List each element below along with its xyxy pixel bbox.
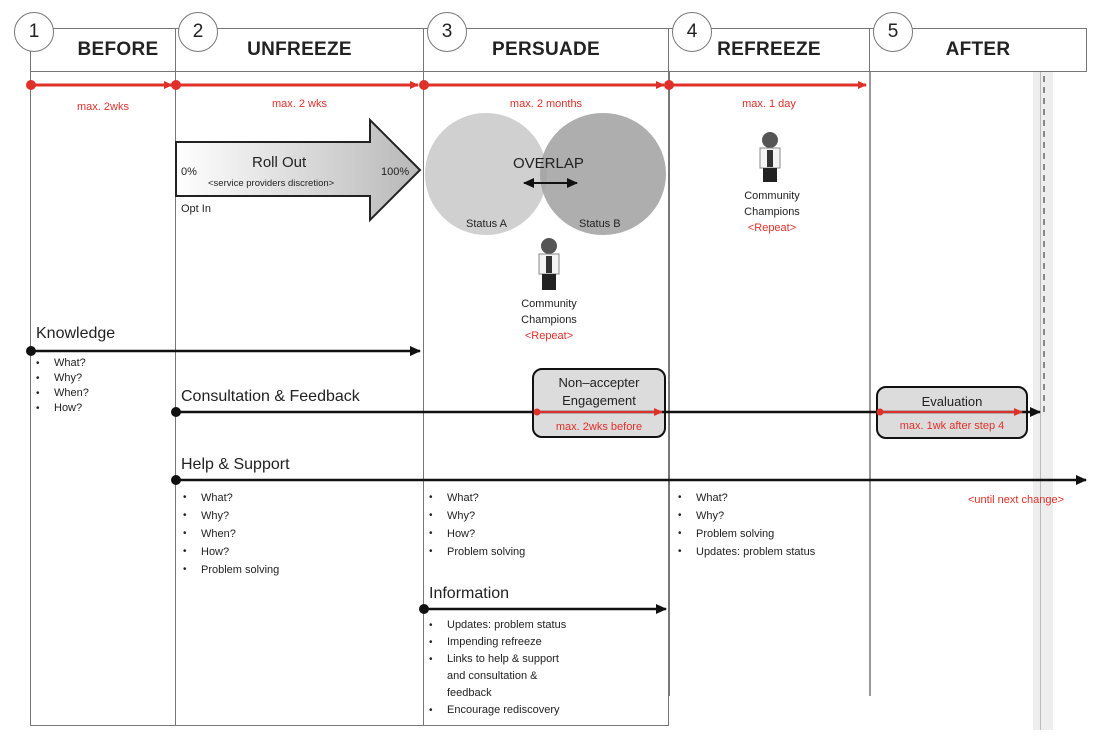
champions-repeat: <Repeat> <box>747 222 797 234</box>
list-item: Problem solving <box>181 561 279 579</box>
stage-number-2: 2 <box>178 12 218 52</box>
list-item: How? <box>34 401 89 416</box>
consultation-title: Consultation & Feedback <box>181 388 360 405</box>
champion-person-icon-persuade <box>538 238 560 290</box>
stage-number-3: 3 <box>427 12 467 52</box>
help-support-title: Help & Support <box>181 456 290 473</box>
list-item: Why? <box>676 507 815 525</box>
information-dot <box>419 604 429 614</box>
stage-number: 5 <box>887 21 899 42</box>
champions-repeat: <Repeat> <box>524 330 574 342</box>
list-item: Impending refreeze <box>427 634 566 651</box>
stage-number: 1 <box>28 21 40 42</box>
duration-persuade: max. 2 months <box>509 98 583 110</box>
stage-title: BEFORE <box>77 39 159 60</box>
duration-unfreeze: max. 2 wks <box>271 98 327 110</box>
list-item: When? <box>34 386 89 401</box>
information-list: Updates: problem status Impending refree… <box>427 617 566 719</box>
list-item: What? <box>676 489 815 507</box>
overlap-title: OVERLAP <box>513 155 584 172</box>
column-refreeze-divider <box>668 70 670 696</box>
nonaccepter-note: max. 2wks before <box>555 421 643 433</box>
knowledge-list: What? Why? When? How? <box>34 356 89 416</box>
status-a-label: Status A <box>466 218 507 230</box>
champions-label-persuade: Community Champions <Repeat> <box>497 296 601 344</box>
list-item: What? <box>427 489 525 507</box>
list-item: Why? <box>181 507 279 525</box>
help-support-dot <box>171 475 181 485</box>
stage-title: UNFREEZE <box>247 39 352 60</box>
list-item-continuation: and consultation & <box>447 670 538 682</box>
help-list-persuade: What? Why? How? Problem solving <box>427 489 525 561</box>
rollout-start-percent: 0% <box>181 166 197 178</box>
list-item: When? <box>181 525 279 543</box>
rollout-end-percent: 100% <box>381 166 410 178</box>
list-item: How? <box>427 525 525 543</box>
list-item: Updates: problem status <box>676 543 815 561</box>
column-after-divider <box>869 70 871 696</box>
stage-title: PERSUADE <box>492 39 600 60</box>
help-list-unfreeze: What? Why? When? How? Problem solving <box>181 489 279 579</box>
stage-number-1: 1 <box>14 12 54 52</box>
stage-title: AFTER <box>945 39 1011 60</box>
list-item: Problem solving <box>676 525 815 543</box>
timeline-dot-2 <box>171 80 181 90</box>
rollout-arrow <box>175 117 422 223</box>
help-until-label: <until next change> <box>968 494 1065 506</box>
list-item: Encourage rediscovery <box>427 702 566 719</box>
status-b-label: Status B <box>579 218 621 230</box>
list-item: Problem solving <box>427 543 525 561</box>
timeline-dot-1 <box>26 80 36 90</box>
nonaccepter-text: Non–accepter Engagement <box>532 374 666 410</box>
timeline-dot-3 <box>419 80 429 90</box>
evaluation-note: max. 1wk after step 4 <box>899 420 1005 432</box>
stage-number: 3 <box>441 21 453 42</box>
stage-number-4: 4 <box>672 12 712 52</box>
stage-header-before: BEFORE <box>30 28 176 72</box>
champions-line1: Community <box>744 190 800 202</box>
duration-before: max. 2wks <box>77 101 129 113</box>
consultation-dot <box>171 407 181 417</box>
list-item: Why? <box>427 507 525 525</box>
stage-number: 2 <box>192 21 204 42</box>
help-list-refreeze: What? Why? Problem solving Updates: prob… <box>676 489 815 561</box>
nonaccepter-line1: Non–accepter <box>558 375 640 390</box>
stage-header-persuade: PERSUADE <box>423 28 669 72</box>
information-title: Information <box>429 585 510 602</box>
stage-number-5: 5 <box>873 12 913 52</box>
rollout-title: Roll Out <box>252 154 307 171</box>
nonaccepter-line2: Engagement <box>562 393 636 408</box>
knowledge-dot <box>26 346 36 356</box>
status-b-circle <box>540 113 666 235</box>
list-item: What? <box>34 356 89 371</box>
status-a-circle <box>425 113 547 235</box>
list-item-continuation: feedback <box>447 687 492 699</box>
champions-line1: Community <box>521 298 577 310</box>
list-item: How? <box>181 543 279 561</box>
champions-line2: Champions <box>744 206 800 218</box>
nonaccepter-engagement-box <box>532 368 666 438</box>
list-item: What? <box>181 489 279 507</box>
stage-number: 4 <box>686 21 698 42</box>
after-right-line <box>1040 70 1041 730</box>
evaluation-title: Evaluation <box>921 394 983 409</box>
list-item: Why? <box>34 371 89 386</box>
timeline-dot-4 <box>664 80 674 90</box>
list-item: Links to help & support <box>427 651 566 668</box>
opt-in-label: Opt In <box>181 203 211 215</box>
duration-refreeze: max. 1 day <box>742 98 796 110</box>
champions-line2: Champions <box>521 314 577 326</box>
stage-title: REFREEZE <box>717 39 821 60</box>
knowledge-title: Knowledge <box>36 325 116 342</box>
evaluation-red-dot <box>876 408 884 416</box>
champions-label-refreeze: Community Champions <Repeat> <box>720 188 824 236</box>
champion-person-icon-refreeze <box>759 132 781 182</box>
rollout-subtitle: <service providers discretion> <box>208 178 335 189</box>
nonaccepter-red-dot <box>533 408 541 416</box>
list-item: Updates: problem status <box>427 617 566 634</box>
